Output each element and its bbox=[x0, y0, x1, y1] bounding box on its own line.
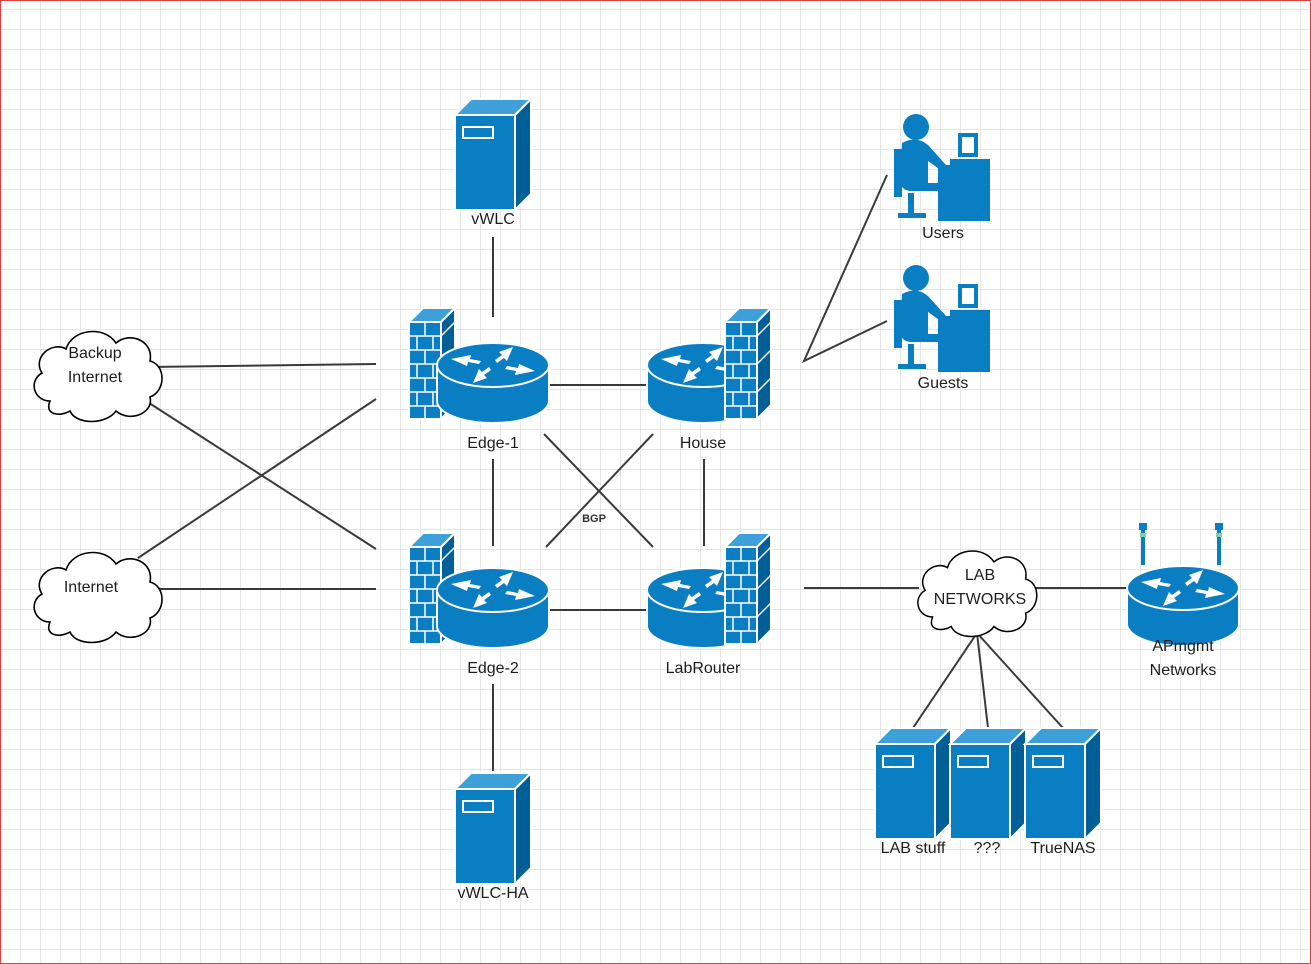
labrouter-firewall-icon bbox=[724, 532, 772, 645]
house-firewall-icon bbox=[724, 307, 772, 420]
unknown-label: ??? bbox=[973, 840, 1001, 857]
truenas-label: TrueNAS bbox=[1030, 840, 1096, 857]
guests-label: Guests bbox=[917, 375, 969, 392]
link-labnet-labstuff bbox=[912, 632, 978, 729]
apmgmt-ap-icon[interactable] bbox=[1126, 523, 1240, 647]
users-workstation-icon[interactable] bbox=[894, 114, 990, 221]
link-house-users-guests bbox=[801, 174, 888, 364]
labstuff-label: LAB stuff bbox=[880, 840, 946, 857]
link-labnet-truenas bbox=[976, 632, 1064, 729]
lab-networks-label-line2: NETWORKS bbox=[933, 591, 1027, 608]
link-labnet-unknown bbox=[976, 632, 989, 729]
house-label: House bbox=[679, 435, 727, 452]
edge1-router-icon[interactable] bbox=[436, 342, 550, 424]
backup-internet-label: Backup Internet bbox=[45, 342, 145, 390]
link-backup-edge1 bbox=[147, 363, 377, 368]
edge2-label: Edge-2 bbox=[467, 660, 519, 677]
vwlc-ha-server-icon[interactable] bbox=[454, 772, 532, 885]
vwlc-label: vWLC bbox=[471, 211, 515, 228]
connections bbox=[137, 174, 1128, 771]
link-house-edge2 bbox=[545, 433, 654, 548]
bgp-edge-label: BGP bbox=[582, 513, 606, 525]
labrouter-label: LabRouter bbox=[665, 660, 741, 677]
lab-networks-label-line1: LAB bbox=[964, 567, 996, 584]
backup-internet-label-line1: Backup bbox=[68, 345, 122, 362]
edge2-router-icon[interactable] bbox=[436, 567, 550, 649]
backup-internet-label-line2: Internet bbox=[67, 369, 123, 386]
apmgmt-label: APmgmt Networks bbox=[1123, 635, 1243, 683]
link-internet-edge1 bbox=[137, 398, 377, 559]
labstuff-server-icon[interactable] bbox=[874, 727, 952, 840]
vwlc-server-icon[interactable] bbox=[454, 98, 532, 211]
edge1-label: Edge-1 bbox=[467, 435, 519, 452]
users-label: Users bbox=[922, 225, 964, 242]
lab-networks-label: LAB NETWORKS bbox=[923, 564, 1037, 612]
vwlc-ha-label: vWLC-HA bbox=[457, 885, 529, 902]
apmgmt-label-line2: Networks bbox=[1149, 662, 1217, 679]
guests-workstation-icon[interactable] bbox=[894, 265, 990, 372]
truenas-server-icon[interactable] bbox=[1024, 727, 1102, 840]
internet-label: Internet bbox=[63, 579, 119, 596]
apmgmt-label-line1: APmgmt bbox=[1152, 638, 1214, 655]
unknown-server-icon[interactable] bbox=[949, 727, 1027, 840]
